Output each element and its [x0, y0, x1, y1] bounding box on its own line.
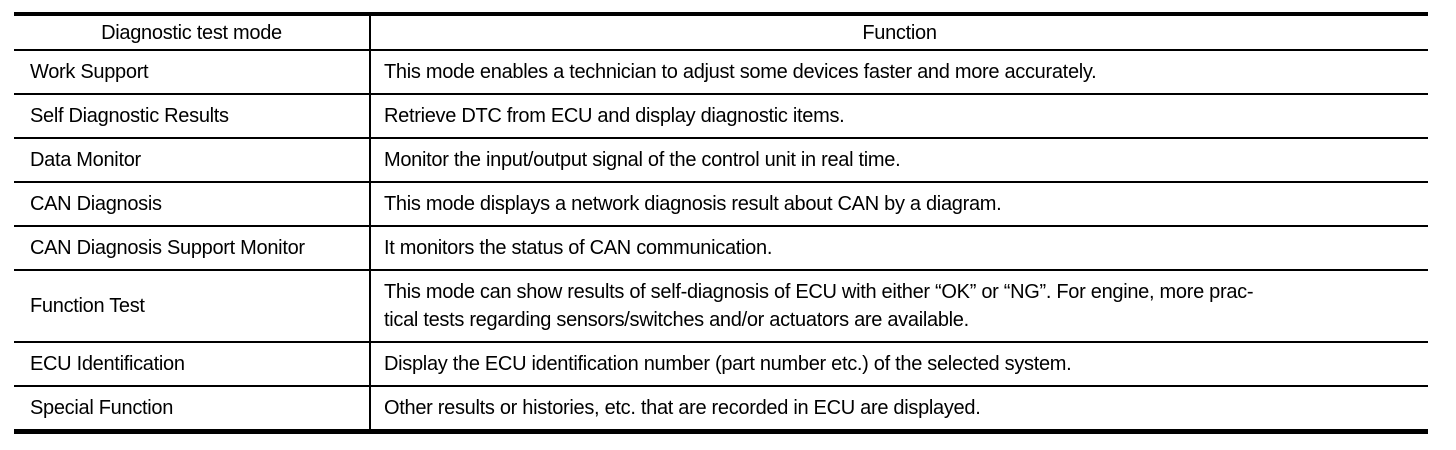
function-description-cell: This mode enables a technician to adjust…: [369, 49, 1428, 94]
diagnostic-test-mode-cell: ECU Identification: [14, 341, 370, 386]
diagnostic-test-mode-cell: Function Test: [14, 269, 370, 342]
function-description-cell: Monitor the input/output signal of the c…: [369, 137, 1428, 182]
column-header-diagnostic-test-mode: Diagnostic test mode: [14, 13, 370, 50]
function-description-cell: This mode displays a network diagnosis r…: [369, 181, 1428, 226]
diagnostic-test-mode-cell: CAN Diagnosis Support Monitor: [14, 225, 370, 270]
table-header-row: Diagnostic test mode Function: [14, 13, 1428, 50]
diagnostic-test-mode-cell: Data Monitor: [14, 137, 370, 182]
diagnostic-test-mode-cell: Self Diagnostic Results: [14, 93, 370, 138]
function-description-cell: It monitors the status of CAN communicat…: [369, 225, 1428, 270]
diagnostic-test-mode-cell: CAN Diagnosis: [14, 181, 370, 226]
diagnostic-test-mode-cell: Special Function: [14, 385, 370, 432]
column-header-function: Function: [369, 13, 1428, 50]
function-description-cell: Other results or histories, etc. that ar…: [369, 385, 1428, 432]
function-description-cell: Retrieve DTC from ECU and display diagno…: [369, 93, 1428, 138]
diagnostic-test-mode-cell: Work Support: [14, 49, 370, 94]
function-description-cell: This mode can show results of self-diagn…: [369, 269, 1428, 342]
diagnostic-test-mode-table: Diagnostic test mode Function Work Suppo…: [14, 12, 1428, 434]
function-description-cell: Display the ECU identification number (p…: [369, 341, 1428, 386]
